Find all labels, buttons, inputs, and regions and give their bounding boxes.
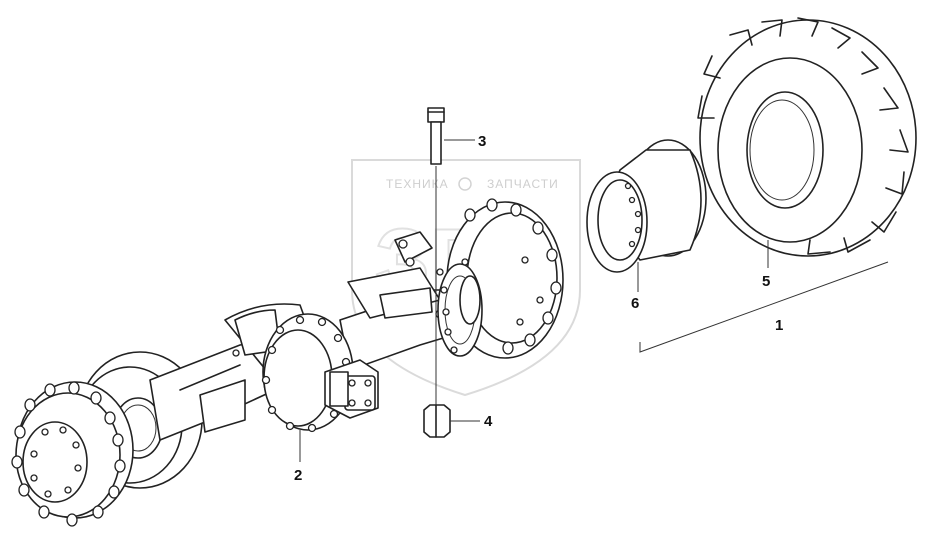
differential-carrier xyxy=(261,313,379,433)
left-hub-inner-bolts xyxy=(30,426,82,498)
bolt-part xyxy=(427,107,445,408)
callout-labels: 1 2 3 4 5 6 xyxy=(294,133,783,484)
right-hub-bolts xyxy=(464,198,562,355)
right-wheel-hub xyxy=(394,198,564,359)
callout-4: 4 xyxy=(484,413,493,430)
spindle-studs xyxy=(436,258,469,354)
callout-5: 5 xyxy=(762,273,770,290)
rim-part xyxy=(586,139,707,273)
tire-part xyxy=(697,17,917,257)
callout-6: 6 xyxy=(631,295,639,312)
left-hub-bolts xyxy=(11,381,126,527)
callout-2: 2 xyxy=(294,467,302,484)
callout-3: 3 xyxy=(478,133,486,150)
tire-tread xyxy=(697,17,909,255)
watermark-left-text: ТЕХНИКА xyxy=(386,177,449,191)
watermark-right-text: ЗАПЧАСТИ xyxy=(487,177,559,191)
leader-lines xyxy=(299,139,889,462)
nut-part xyxy=(423,404,451,438)
callout-1: 1 xyxy=(775,317,783,334)
watermark-gear-icon xyxy=(458,177,472,191)
